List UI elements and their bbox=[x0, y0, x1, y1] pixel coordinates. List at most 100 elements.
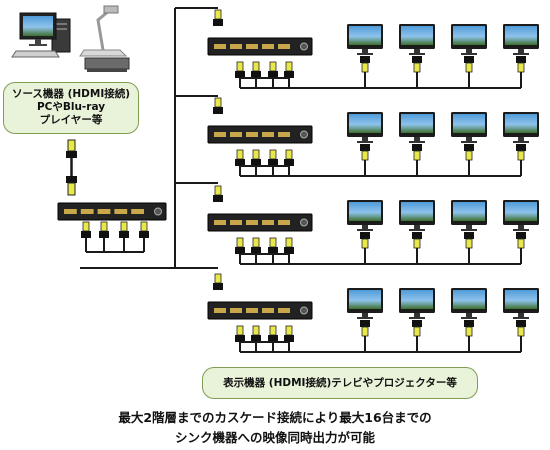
first-level-splitter bbox=[57, 202, 167, 253]
source-to-splitter-cable bbox=[66, 139, 77, 196]
monitor-icon bbox=[347, 24, 383, 55]
source-device-label: ソース機器 (HDMI接続) PCやBlu-ray プレイヤー等 bbox=[3, 82, 139, 134]
hdmi-port bbox=[230, 308, 242, 313]
hdmi-port bbox=[278, 44, 290, 49]
monitor-icon bbox=[451, 112, 487, 143]
hdmi-plug-icon bbox=[464, 232, 474, 249]
monitor-icon bbox=[503, 288, 539, 319]
hdmi-port bbox=[80, 209, 94, 214]
hdmi-plug-icon bbox=[412, 144, 422, 161]
monitor-icon bbox=[19, 12, 57, 46]
hdmi-port bbox=[97, 209, 111, 214]
source-label-line1: ソース機器 (HDMI接続) bbox=[11, 88, 131, 100]
hdmi-plug-icon bbox=[213, 9, 223, 26]
hdmi-port bbox=[230, 132, 242, 137]
hdmi-port bbox=[278, 132, 290, 137]
hdmi-splitter-icon bbox=[207, 37, 313, 56]
monitor-icon bbox=[451, 288, 487, 319]
monitor-icon bbox=[347, 112, 383, 143]
hdmi-plug-icon bbox=[251, 325, 261, 342]
hdmi-plug-icon bbox=[251, 61, 261, 78]
keyboard-icon bbox=[11, 50, 60, 58]
hdmi-plug-icon bbox=[464, 320, 474, 337]
second-level-tiers bbox=[207, 9, 539, 353]
monitor-icon bbox=[451, 200, 487, 231]
hdmi-plug-icon bbox=[268, 149, 278, 166]
hdmi-port bbox=[246, 132, 258, 137]
hdmi-plug-icon bbox=[464, 144, 474, 161]
hdmi-plug-icon bbox=[235, 149, 245, 166]
hdmi-port bbox=[230, 44, 242, 49]
hdmi-plug-icon bbox=[412, 320, 422, 337]
hdmi-plug-icon bbox=[139, 221, 149, 238]
hdmi-port bbox=[131, 209, 144, 214]
splitter-tier bbox=[207, 97, 539, 177]
hdmi-plug-icon bbox=[99, 221, 109, 238]
display-label-text: 表示機器 (HDMI接続)テレビやプロジェクター等 bbox=[223, 377, 457, 389]
monitor-icon bbox=[399, 24, 435, 55]
monitor-icon bbox=[399, 112, 435, 143]
cascade-trunk bbox=[80, 7, 218, 269]
hdmi-plug-icon bbox=[268, 325, 278, 342]
hdmi-port bbox=[64, 209, 77, 214]
source-label-line2: PCやBlu-ray bbox=[36, 101, 106, 113]
hdmi-plug-icon bbox=[412, 232, 422, 249]
hdmi-port bbox=[114, 209, 128, 214]
hdmi-plug-icon bbox=[213, 185, 223, 202]
hdmi-plug-icon bbox=[213, 97, 223, 114]
hdmi-plug-icon bbox=[119, 221, 129, 238]
hdmi-plug-icon bbox=[360, 144, 370, 161]
hdmi-plug-icon bbox=[516, 144, 526, 161]
hdmi-plug-icon bbox=[516, 232, 526, 249]
hdmi-plug-icon bbox=[268, 237, 278, 254]
monitor-icon bbox=[399, 288, 435, 319]
hdmi-port bbox=[278, 308, 290, 313]
splitter-tier bbox=[207, 9, 539, 89]
monitor-icon bbox=[347, 288, 383, 319]
hdmi-splitter-icon bbox=[207, 125, 313, 144]
hdmi-port bbox=[214, 220, 226, 225]
hdmi-port bbox=[246, 220, 258, 225]
hdmi-port bbox=[262, 308, 274, 313]
hdmi-plug-icon bbox=[235, 61, 245, 78]
hdmi-plug-icon bbox=[412, 56, 422, 73]
hdmi-plug-icon bbox=[284, 149, 294, 166]
caption-line2: シンク機器への映像同時出力が可能 bbox=[174, 430, 375, 445]
hdmi-port bbox=[278, 220, 290, 225]
hdmi-port bbox=[230, 220, 242, 225]
monitor-icon bbox=[503, 112, 539, 143]
hdmi-splitter-icon bbox=[207, 301, 313, 320]
hdmi-port bbox=[262, 220, 274, 225]
hdmi-plug-icon bbox=[360, 232, 370, 249]
hdmi-plug-icon bbox=[251, 237, 261, 254]
power-jack bbox=[300, 42, 308, 51]
hdmi-plug-icon bbox=[268, 61, 278, 78]
blu-ray-player-icon bbox=[84, 57, 130, 72]
splitter-tier bbox=[207, 273, 539, 353]
hdmi-plug-icon bbox=[235, 325, 245, 342]
hdmi-port bbox=[262, 44, 274, 49]
hdmi-plug-icon bbox=[360, 320, 370, 337]
hdmi-plug-icon bbox=[251, 149, 261, 166]
power-jack bbox=[300, 130, 308, 139]
monitor-icon bbox=[399, 200, 435, 231]
hdmi-port bbox=[262, 132, 274, 137]
hdmi-plug-icon bbox=[360, 56, 370, 73]
hdmi-plug-icon bbox=[284, 325, 294, 342]
display-device-label: 表示機器 (HDMI接続)テレビやプロジェクター等 bbox=[202, 367, 478, 399]
monitor-icon bbox=[503, 200, 539, 231]
hdmi-plug-icon bbox=[284, 237, 294, 254]
hdmi-plug-icon bbox=[284, 61, 294, 78]
power-jack bbox=[154, 207, 162, 216]
hdmi-port bbox=[246, 308, 258, 313]
power-jack bbox=[300, 306, 308, 315]
monitor-icon bbox=[503, 24, 539, 55]
caption-line1: 最大2階層までのカスケード接続により最大16台までの bbox=[118, 410, 432, 425]
hdmi-port bbox=[214, 44, 226, 49]
hdmi-port bbox=[246, 44, 258, 49]
source-label-line3: プレイヤー等 bbox=[39, 114, 103, 126]
splitter-tier bbox=[207, 185, 539, 265]
hdmi-plug-icon bbox=[81, 221, 91, 238]
power-jack bbox=[300, 218, 308, 227]
